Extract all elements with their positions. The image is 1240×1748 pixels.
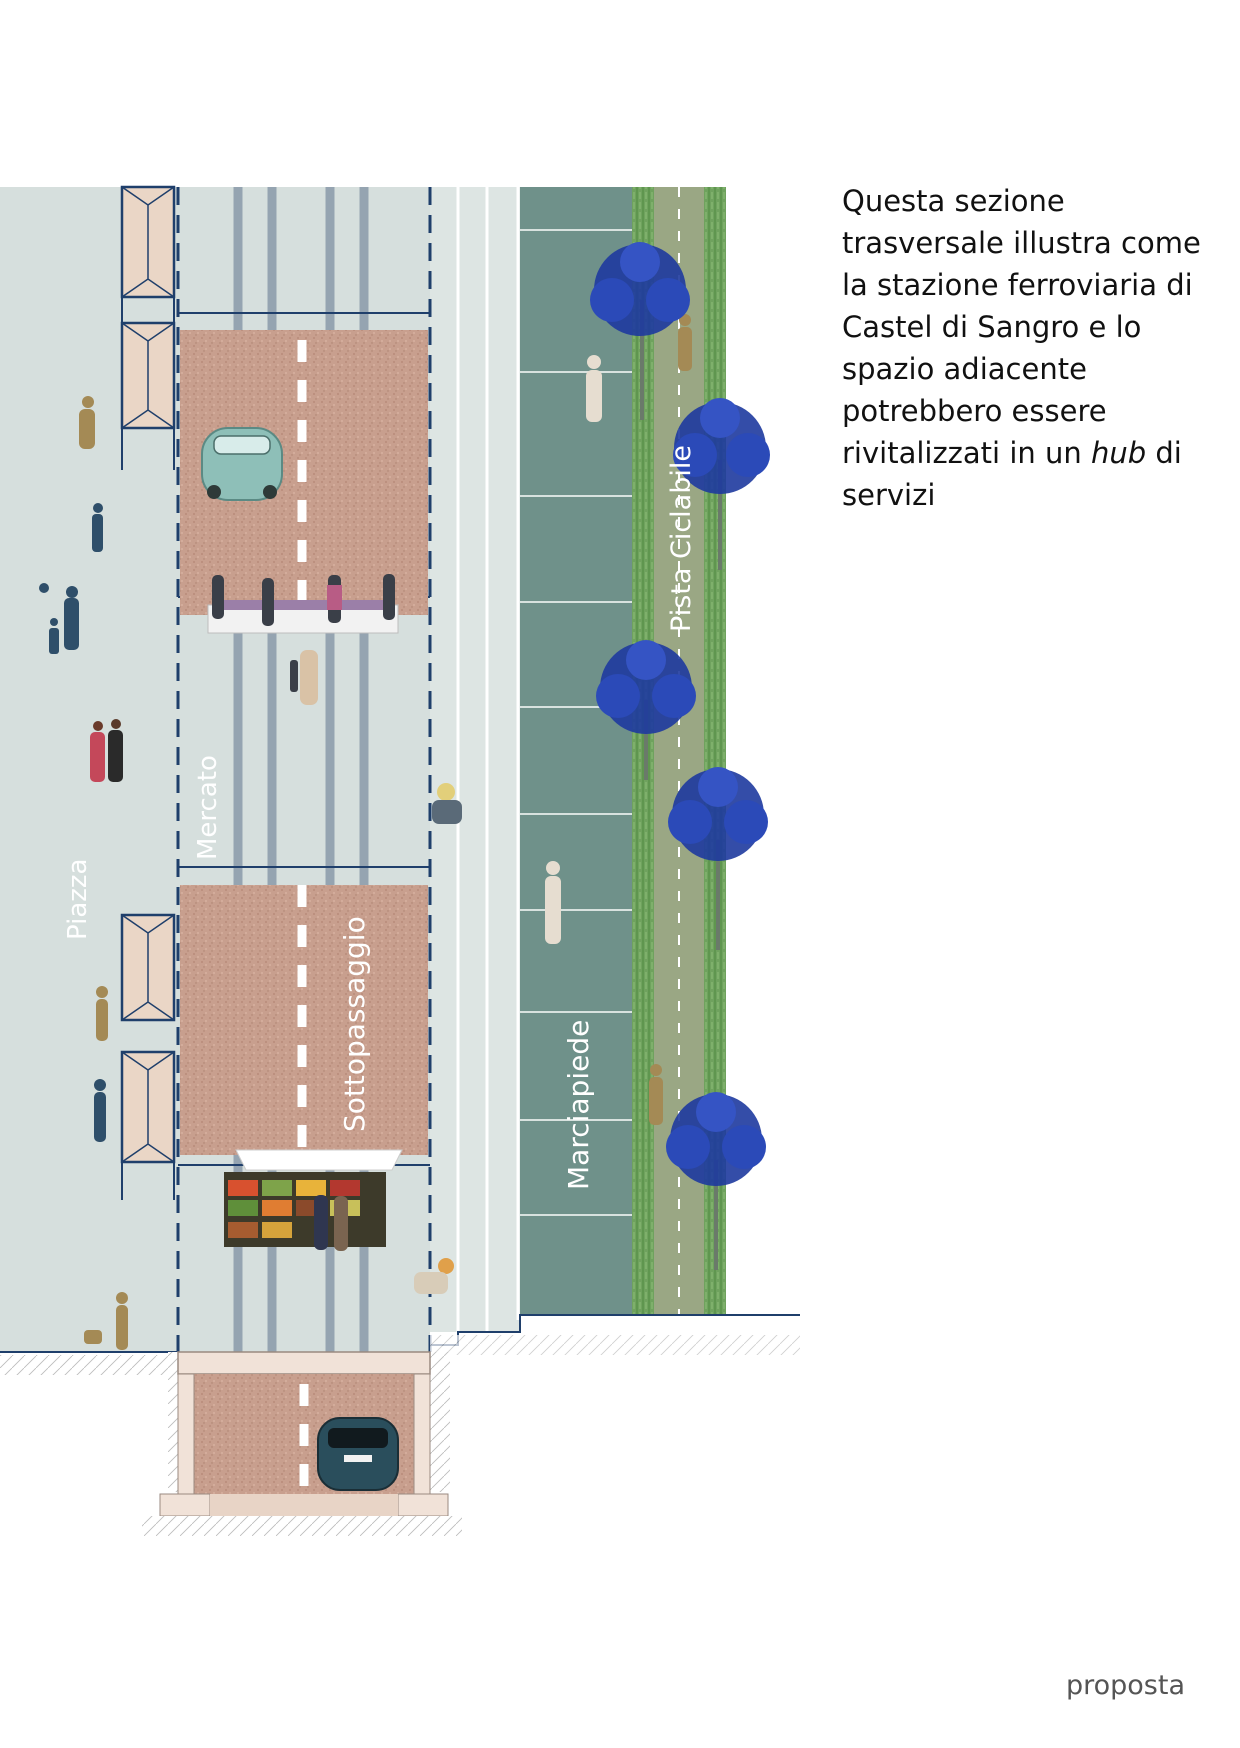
sidewalk-markings: [520, 229, 632, 1216]
grass-strip-left: [632, 187, 654, 1315]
fruit-stall: [224, 1149, 403, 1251]
tree: [673, 398, 770, 570]
tree: [596, 640, 696, 780]
caption-before: Questa sezione trasversale illustra come…: [842, 184, 1201, 470]
pedestrians-piazza: [39, 396, 128, 1350]
tree: [666, 1092, 766, 1270]
vintage-car: [201, 427, 283, 501]
sidewalk: [520, 187, 632, 1315]
label-marciapiede: Marciapiede: [562, 1020, 595, 1190]
deck-lower: [180, 885, 428, 1155]
caption-after: di servizi: [842, 436, 1182, 512]
platform-strip: [430, 187, 520, 1332]
seated-people: [414, 783, 462, 1294]
label-mercato: Mercato: [193, 755, 223, 860]
tree: [668, 767, 768, 950]
canopy-top: [120, 185, 176, 470]
label-sottopassaggio: Sottopassaggio: [338, 916, 371, 1132]
caption-text: Questa sezione trasversale illustra come…: [842, 180, 1222, 516]
canopy-bottom: [120, 913, 176, 1200]
caption-emphasis: hub: [1090, 436, 1147, 470]
underpass: [142, 1351, 462, 1536]
trees: [590, 242, 770, 1270]
footer-label: proposta: [1065, 1670, 1185, 1701]
label-pista-ciclabile: Pista Ciclabile: [666, 445, 697, 632]
modern-car: [317, 1417, 399, 1491]
pedestrians-sidewalk: [545, 314, 692, 1125]
label-piazza: Piazza: [63, 859, 93, 941]
tree: [590, 242, 690, 420]
ground-line: [0, 1314, 800, 1375]
market-stall: [207, 574, 399, 705]
